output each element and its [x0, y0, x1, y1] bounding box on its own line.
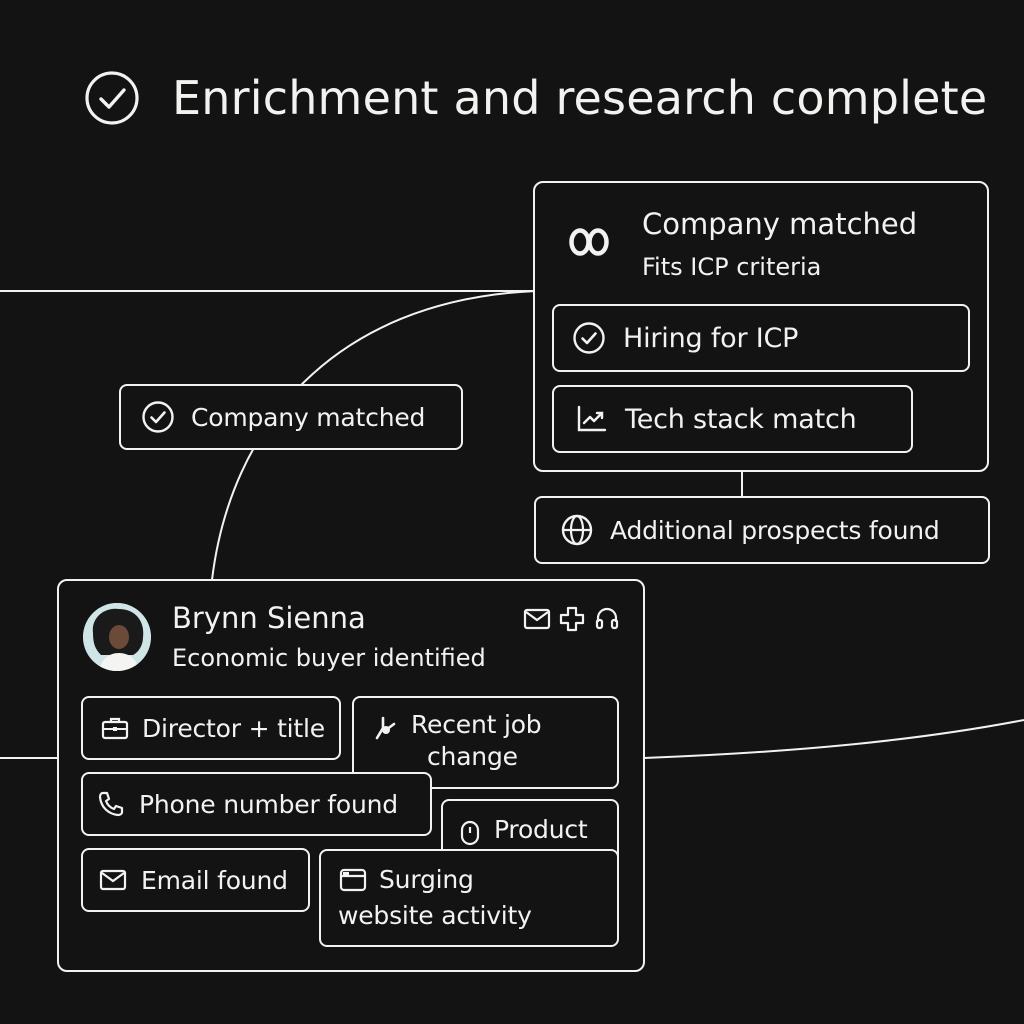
mail-icon [99, 868, 127, 892]
page-title: Enrichment and research complete [172, 71, 988, 125]
company-subtitle: Fits ICP criteria [642, 253, 822, 281]
signal-email-found[interactable]: Email found [81, 848, 310, 912]
briefcase-icon [101, 715, 129, 741]
signal-label-line1: Product [494, 815, 588, 844]
signal-label: Email found [141, 865, 288, 895]
globe-icon [560, 513, 594, 547]
signal-tech-stack-match[interactable]: Tech stack match [552, 385, 913, 453]
signal-label: Tech stack match [625, 403, 857, 435]
signal-surging-website-activity[interactable]: Surging website activity [319, 849, 619, 947]
signal-label-line2: website activity [338, 901, 532, 930]
check-circle-icon [572, 321, 606, 355]
additional-prospects-label: Additional prospects found [610, 515, 940, 545]
signal-hiring-for-icp[interactable]: Hiring for ICP [552, 304, 970, 372]
check-circle-icon [141, 400, 175, 434]
headset-icon[interactable] [594, 606, 620, 632]
company-title: Company matched [642, 207, 918, 241]
job-change-icon [374, 716, 398, 744]
signal-label: Hiring for ICP [623, 322, 799, 354]
check-circle-icon [84, 70, 140, 126]
signal-label: Phone number found [139, 789, 398, 819]
plus-icon[interactable] [559, 606, 585, 632]
person-subtitle: Economic buyer identified [172, 644, 486, 672]
additional-prospects-chip[interactable]: Additional prospects found [534, 496, 990, 564]
signal-label-line1: Surging [379, 865, 474, 894]
person-name: Brynn Sienna [172, 601, 366, 635]
signal-label-line2: change [427, 742, 518, 771]
signal-label-line1: Recent job [411, 710, 542, 739]
company-matched-label: Company matched [191, 402, 426, 432]
mouse-icon [459, 819, 481, 847]
signal-director-title[interactable]: Director + title [81, 696, 341, 760]
connector-bottom-right [643, 719, 1024, 759]
infinity-logo-icon [569, 227, 609, 257]
browser-window-icon [339, 868, 367, 892]
signal-label: Director + title [142, 713, 325, 743]
chart-up-icon [576, 404, 608, 434]
company-matched-chip[interactable]: Company matched [119, 384, 463, 450]
phone-icon [97, 790, 125, 818]
page-header: Enrichment and research complete [84, 70, 987, 126]
avatar [83, 603, 151, 671]
signal-phone-number-found[interactable]: Phone number found [81, 772, 432, 836]
mail-icon[interactable] [523, 607, 551, 631]
